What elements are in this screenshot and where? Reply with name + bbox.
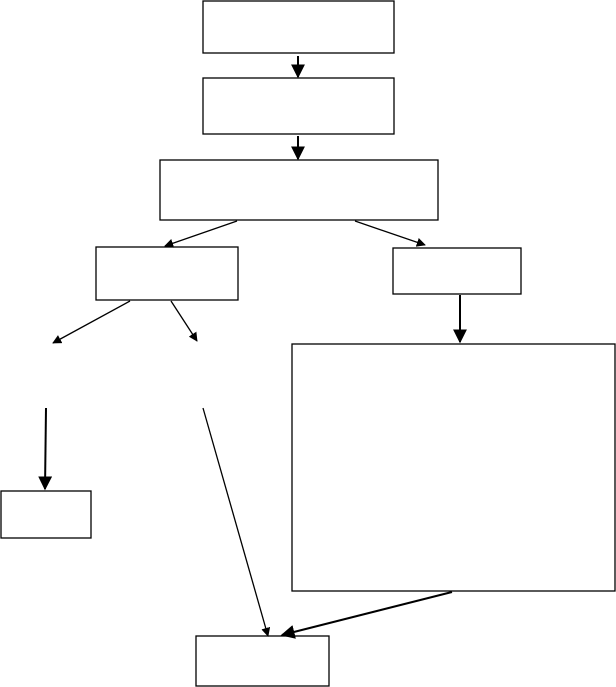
flow-box-4-left xyxy=(95,246,239,301)
arrow-box6-to-box8 xyxy=(280,591,453,639)
arrow-box4-to-left-branch xyxy=(52,300,131,344)
flow-box-3 xyxy=(159,159,439,221)
arrow-box3-to-box4-left xyxy=(164,220,238,248)
arrow-to-box8-from-left xyxy=(202,407,271,637)
flow-box-5-right xyxy=(392,247,522,295)
arrow-box4-to-right-branch xyxy=(170,300,198,342)
flow-box-6-large xyxy=(291,343,616,592)
arrow-box3-to-box5-right xyxy=(354,220,426,247)
flow-box-7-bottom-left xyxy=(0,490,92,539)
flow-box-8-bottom xyxy=(195,635,330,687)
flow-box-1 xyxy=(202,0,395,54)
flow-box-2 xyxy=(202,77,395,135)
arrow-to-box7 xyxy=(38,407,53,491)
